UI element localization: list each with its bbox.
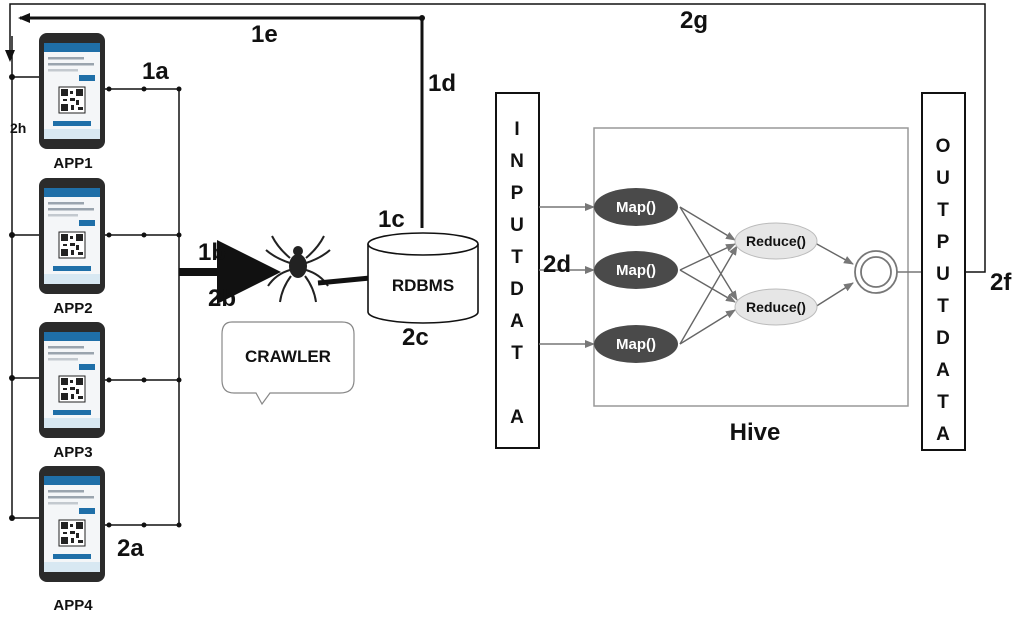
left-bus	[11, 36, 39, 519]
crawler-to-db-line	[317, 275, 371, 286]
svg-text:P: P	[511, 183, 524, 204]
app1-phone	[38, 32, 106, 150]
hive-label: Hive	[730, 419, 781, 446]
app4-label: APP4	[53, 597, 93, 614]
svg-text:T: T	[511, 247, 523, 268]
edge-label-1b: 1b	[198, 239, 226, 266]
smartphone-icon	[38, 465, 106, 583]
reduce-node-2: Reduce()	[734, 288, 818, 326]
svg-text:Map(): Map()	[616, 262, 656, 279]
svg-text:P: P	[937, 232, 950, 253]
svg-text:D: D	[510, 279, 524, 300]
app2-label: APP2	[53, 300, 92, 317]
edge-label-2a: 2a	[117, 535, 144, 562]
rdbms-label: RDBMS	[392, 276, 454, 295]
edge-label-2d: 2d	[543, 251, 571, 278]
feedback-2g-line	[5, 3, 986, 273]
edge-label-2f: 2f	[990, 269, 1012, 296]
svg-text:T: T	[937, 296, 949, 317]
svg-text:Reduce(): Reduce()	[746, 233, 806, 249]
svg-text:N: N	[510, 151, 524, 172]
svg-text:T: T	[937, 392, 949, 413]
map-node-3: Map()	[594, 325, 678, 363]
svg-text:D: D	[936, 328, 950, 349]
svg-text:T: T	[937, 200, 949, 221]
svg-text:I: I	[514, 119, 519, 140]
app2-phone	[38, 177, 106, 295]
edge-label-1c: 1c	[378, 206, 405, 233]
smartphone-icon	[38, 321, 106, 439]
svg-text:A: A	[936, 360, 950, 381]
smartphone-icon	[38, 32, 106, 150]
crawler-label: CRAWLER	[245, 347, 331, 366]
right-bus-dots	[106, 86, 182, 528]
app4-phone	[38, 465, 106, 583]
edge-label-2g: 2g	[680, 7, 708, 34]
svg-text:U: U	[510, 215, 524, 236]
map-node-2: Map()	[594, 251, 678, 289]
database-cylinder-icon	[367, 232, 479, 324]
crawler-callout	[221, 321, 355, 406]
edge-label-2c: 2c	[402, 324, 429, 351]
svg-text:Map(): Map()	[616, 199, 656, 216]
edge-label-1e: 1e	[251, 21, 278, 48]
edge-label-1a: 1a	[142, 58, 169, 85]
map-reduce-edges	[679, 206, 854, 345]
smartphone-icon	[38, 177, 106, 295]
svg-text:Reduce(): Reduce()	[746, 299, 806, 315]
reduce-node-1: Reduce()	[734, 222, 818, 260]
left-bus-dots	[9, 74, 15, 521]
svg-text:A: A	[510, 407, 524, 428]
feedback-dots	[419, 15, 425, 21]
spider-icon	[265, 235, 331, 303]
svg-text:A: A	[510, 311, 524, 332]
svg-text:A: A	[936, 424, 950, 445]
edge-label-2b: 2b	[208, 285, 236, 312]
output-data-letters: O U T P U T D A T A	[936, 136, 951, 445]
output-data-box	[921, 92, 966, 451]
right-bus	[105, 88, 180, 526]
edge-label-1d: 1d	[428, 70, 456, 97]
app3-phone	[38, 321, 106, 439]
svg-text:O: O	[936, 136, 951, 157]
map-node-1: Map()	[594, 188, 678, 226]
svg-text:T: T	[511, 343, 523, 364]
input-data-letters: I N P U T D A T A	[510, 119, 524, 428]
input-data-box	[495, 92, 540, 449]
edge-label-2h: 2h	[10, 120, 26, 136]
app3-label: APP3	[53, 444, 92, 461]
svg-text:U: U	[936, 168, 950, 189]
input-arrows	[539, 203, 595, 348]
svg-text:Map(): Map()	[616, 336, 656, 353]
app1-label: APP1	[53, 155, 92, 172]
svg-text:U: U	[936, 264, 950, 285]
output-node	[854, 250, 898, 294]
